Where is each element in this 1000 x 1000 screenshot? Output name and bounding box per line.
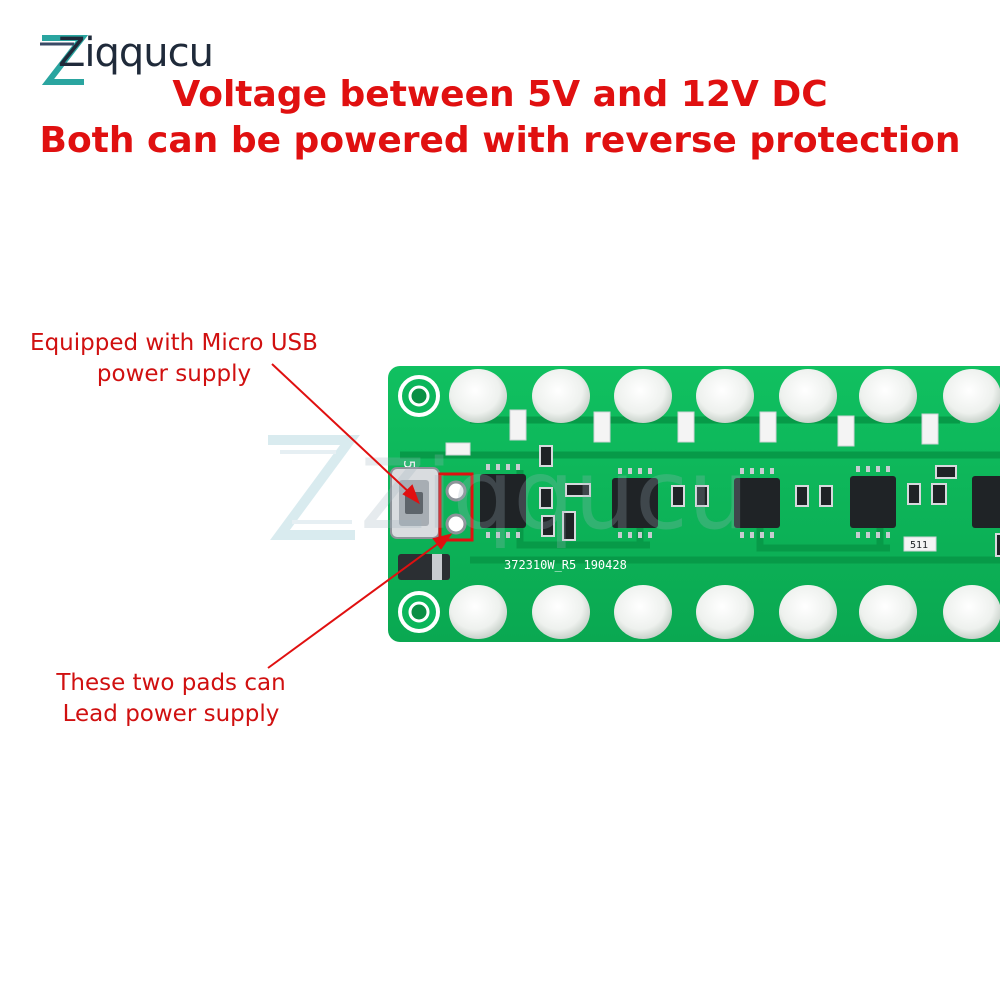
callout-arrow-usb [271, 363, 420, 505]
watermark-text: Ziqqucu [360, 439, 749, 551]
smd-passives [539, 445, 1000, 557]
callout-power-pads-line1: These two pads can [56, 670, 286, 696]
ic-chip-2 [612, 468, 658, 538]
callout-micro-usb: Equipped with Micro USB power supply [20, 328, 328, 390]
callout-micro-usb-line2: power supply [96, 361, 252, 387]
watermark-logo-icon [268, 435, 360, 540]
board-code-silkscreen: 372310W_R5 190428 [504, 558, 627, 572]
headline-voltage: Voltage between 5V and 12V DC [172, 74, 828, 115]
resistor-label: 511 [910, 540, 928, 551]
ic-chip-4 [850, 466, 896, 538]
ic-chip-3 [734, 468, 780, 538]
ic-chip-5 [972, 476, 1000, 528]
ic-chip-1 [480, 464, 526, 538]
brand-logo-icon [40, 35, 89, 85]
power-pad-minus [445, 513, 467, 535]
brand-logo-text: Ziqqucu [58, 30, 214, 76]
mounting-hole-top [398, 375, 440, 417]
resistor-511-labels: 511 [445, 409, 939, 552]
callout-arrow-pads [267, 533, 453, 669]
callout-power-pads: These two pads can Lead power supply [40, 668, 302, 730]
callout-power-pads-line2: Lead power supply [62, 701, 280, 727]
power-pad-plus [445, 480, 467, 502]
led-row-bottom [449, 585, 1000, 639]
power-pads-highlight [438, 472, 474, 542]
callout-micro-usb-line1: Equipped with Micro USB [30, 330, 318, 356]
mounting-hole-bottom [398, 591, 440, 633]
headline-reverse-protection: Both can be powered with reverse protect… [39, 120, 961, 161]
led-row-top [449, 369, 1000, 423]
